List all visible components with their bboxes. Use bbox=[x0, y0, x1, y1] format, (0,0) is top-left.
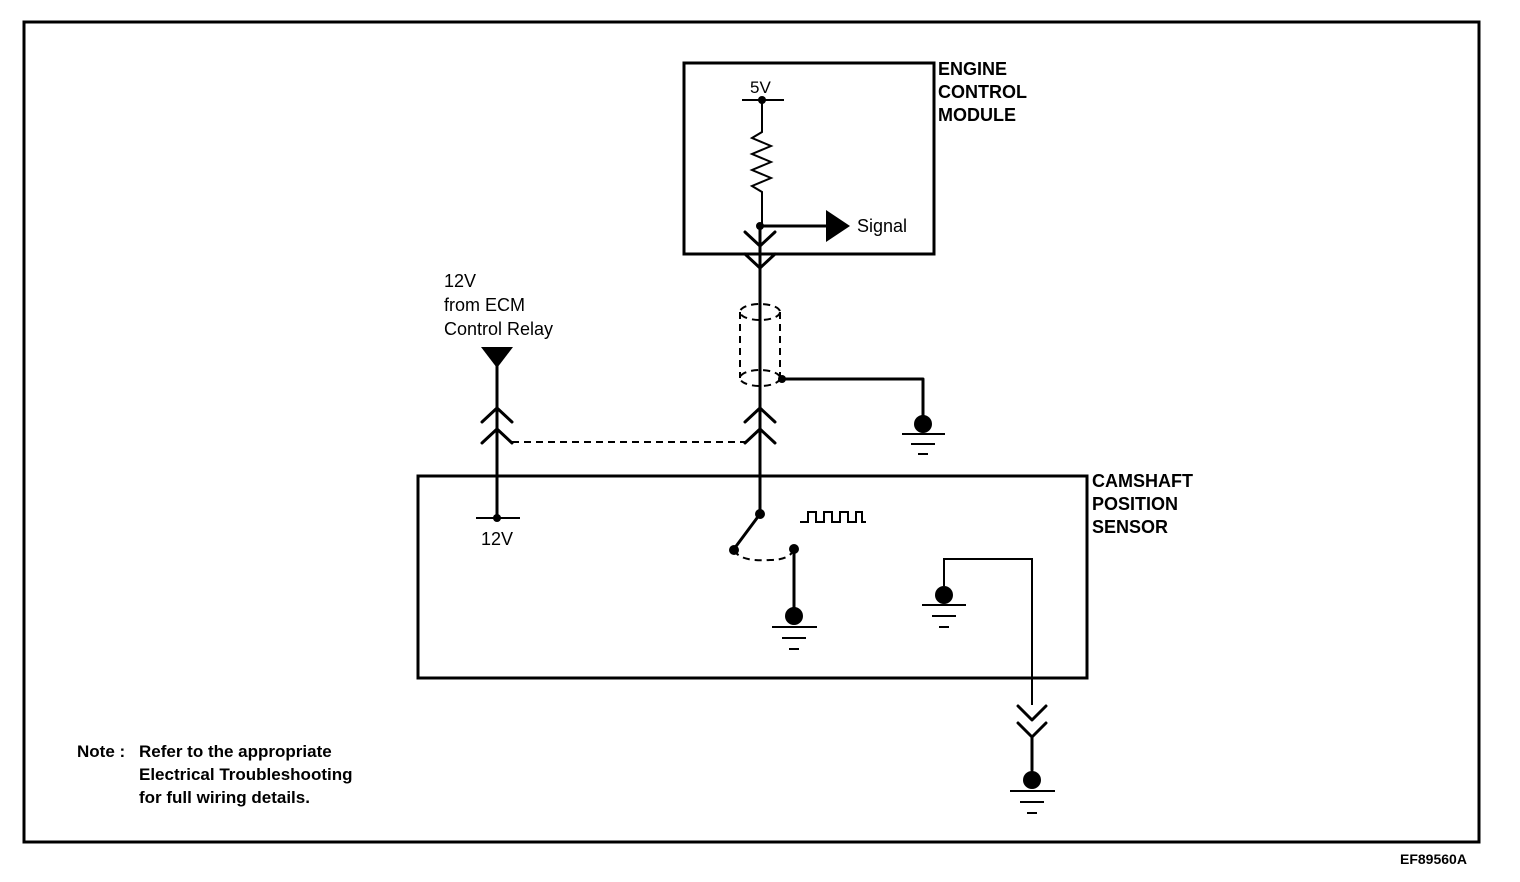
sensor-block: CAMSHAFT POSITION SENSOR 12V bbox=[416, 471, 1193, 705]
square-wave-icon bbox=[800, 511, 866, 523]
note-line-3: for full wiring details. bbox=[139, 788, 310, 807]
relay-label-line-1: 12V bbox=[444, 271, 476, 291]
ecm-title-line-2: CONTROL bbox=[938, 82, 1027, 102]
note-line-1: Refer to the appropriate bbox=[139, 742, 332, 761]
sensor-title-line-2: POSITION bbox=[1092, 494, 1178, 514]
relay-label-line-2: from ECM bbox=[444, 295, 525, 315]
signal-arrow bbox=[826, 210, 850, 242]
note-prefix: Note : bbox=[77, 742, 125, 761]
switch-ground-icon bbox=[772, 607, 817, 650]
diagram-frame bbox=[22, 20, 1481, 844]
note: Note : Refer to the appropriate Electric… bbox=[77, 742, 352, 807]
relay-feed: 12V from ECM Control Relay bbox=[444, 271, 553, 520]
external-ground-icon bbox=[1010, 771, 1055, 814]
note-line-2: Electrical Troubleshooting bbox=[139, 765, 352, 784]
sensor-signal-connector bbox=[743, 406, 777, 445]
pull-up-resistor bbox=[749, 100, 774, 226]
ecm-title-line-3: MODULE bbox=[938, 105, 1016, 125]
ecm-block: 5V Signal ENGINE CONTROL MODULE bbox=[682, 59, 1027, 256]
supply-arrow-icon bbox=[481, 347, 513, 368]
ecm-supply-label: 5V bbox=[750, 78, 771, 97]
hall-switch bbox=[732, 512, 762, 551]
sensor-title-line-3: SENSOR bbox=[1092, 517, 1168, 537]
ground-connector bbox=[1016, 704, 1048, 772]
sensor-box bbox=[416, 474, 1089, 680]
figure-code: EF89560A bbox=[1400, 851, 1467, 867]
shield-ground-icon bbox=[902, 415, 945, 455]
relay-label-line-3: Control Relay bbox=[444, 319, 553, 339]
sensor-supply-label: 12V bbox=[481, 529, 513, 549]
ecm-title-line-1: ENGINE bbox=[938, 59, 1007, 79]
sensor-12v-node bbox=[493, 514, 501, 522]
sensor-title-line-1: CAMSHAFT bbox=[1092, 471, 1193, 491]
ecm-box bbox=[682, 61, 936, 256]
case-ground-icon bbox=[922, 586, 966, 628]
signal-label: Signal bbox=[857, 216, 907, 236]
